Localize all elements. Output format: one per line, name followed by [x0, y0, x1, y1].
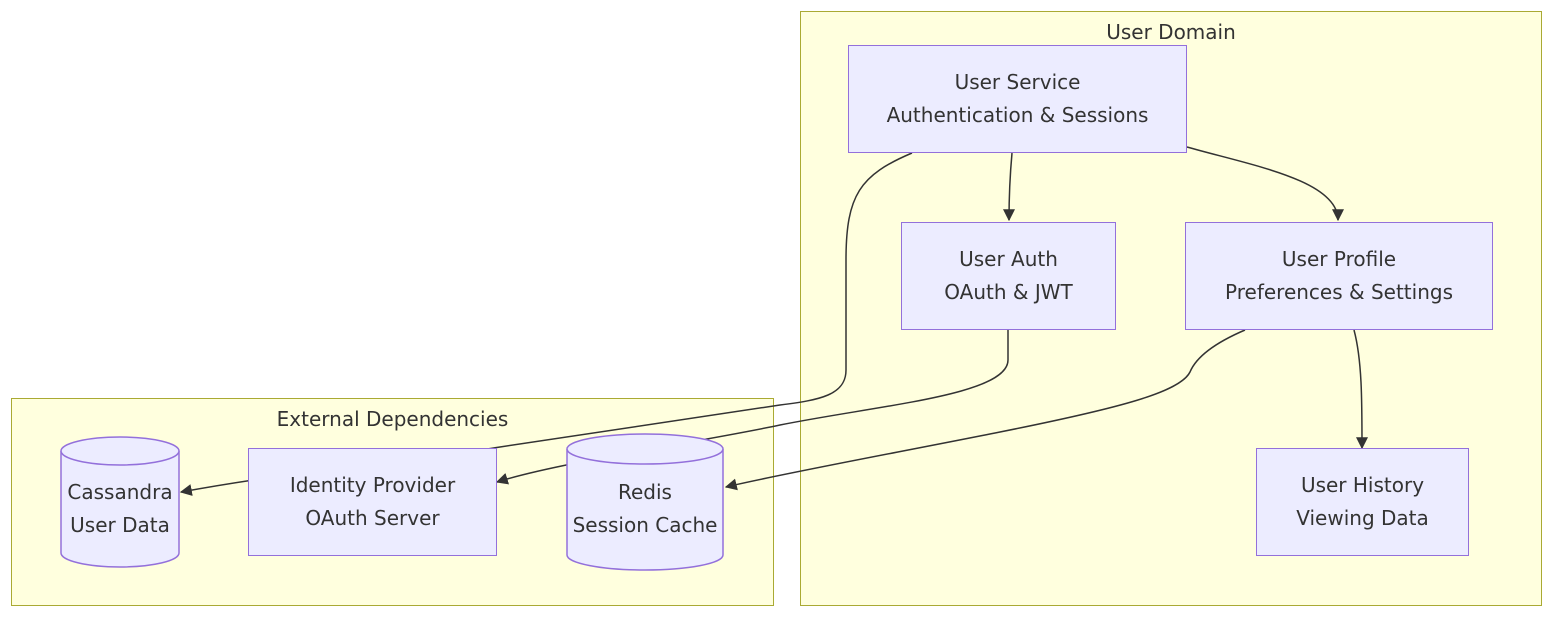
- node-title: User Service: [954, 70, 1081, 94]
- node-subtitle: Viewing Data: [1296, 506, 1429, 530]
- node-redis[interactable]: Redis Session Cache: [566, 433, 724, 571]
- node-title: Identity Provider: [289, 473, 456, 497]
- node-label: Cassandra User Data: [67, 462, 172, 542]
- node-title: User History: [1300, 473, 1425, 497]
- node-subtitle: Session Cache: [572, 513, 718, 537]
- node-cassandra[interactable]: Cassandra User Data: [60, 436, 180, 568]
- cluster-title: External Dependencies: [276, 407, 509, 431]
- node-title: Cassandra: [67, 480, 173, 504]
- node-title: User Profile: [1281, 247, 1397, 271]
- node-subtitle: OAuth & JWT: [944, 280, 1073, 304]
- node-subtitle: OAuth Server: [305, 506, 440, 530]
- node-identity-provider[interactable]: Identity Provider OAuth Server: [248, 448, 497, 556]
- edge-user-service-to-user-auth: [1003, 152, 1016, 222]
- node-title: Redis: [618, 480, 672, 504]
- node-label: Redis Session Cache: [573, 462, 718, 542]
- node-title: User Auth: [959, 247, 1058, 271]
- node-user-history[interactable]: User History Viewing Data: [1256, 448, 1469, 556]
- database-cylinder-icon: [566, 433, 724, 571]
- database-cylinder-icon: [60, 436, 180, 568]
- node-user-auth[interactable]: User Auth OAuth & JWT: [901, 222, 1116, 330]
- node-user-service[interactable]: User Service Authentication & Sessions: [848, 45, 1187, 153]
- node-user-profile[interactable]: User Profile Preferences & Settings: [1185, 222, 1493, 330]
- edge-user-service-to-user-profile: [1186, 146, 1344, 222]
- edge-user-profile-to-redis: [724, 329, 1246, 491]
- node-subtitle: Authentication & Sessions: [886, 103, 1149, 127]
- cluster-title: User Domain: [1106, 20, 1236, 44]
- node-subtitle: Preferences & Settings: [1225, 280, 1453, 304]
- node-subtitle: User Data: [70, 513, 170, 537]
- edge-user-profile-to-user-history: [1353, 329, 1368, 450]
- edge-user-service-to-cassandra: [179, 152, 913, 496]
